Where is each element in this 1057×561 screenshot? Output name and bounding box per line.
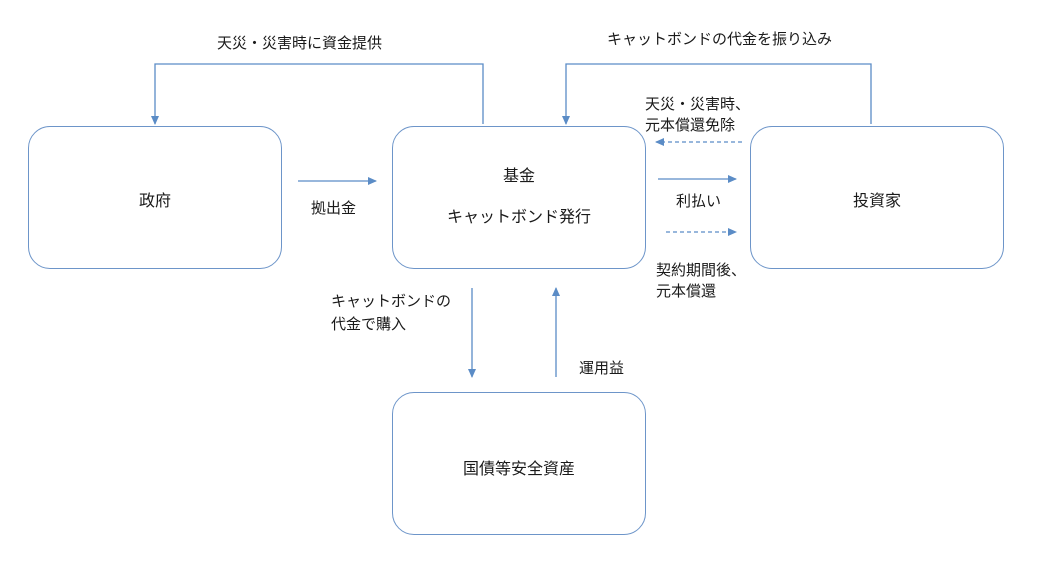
fund-title: 基金: [502, 166, 535, 185]
fund-subtitle: キャットボンド発行: [446, 207, 591, 226]
purchase-label-line2: 代金で購入: [331, 315, 407, 333]
maturity-label-line1: 契約期間後、: [656, 261, 747, 279]
investor-label: 投資家: [852, 191, 901, 210]
returns-label: 運用益: [579, 359, 625, 377]
investor-node: 投資家: [750, 126, 1004, 269]
government-node: 政府: [28, 126, 282, 269]
investor-payment-label: キャットボンドの代金を振り込み: [607, 30, 833, 48]
investor-payment-arrow: [562, 63, 872, 125]
bonds-node: 国債等安全資産: [392, 392, 646, 535]
government-label: 政府: [138, 191, 171, 210]
interest-label: 利払い: [676, 192, 722, 210]
exemption-label-line1: 天災・災害時、: [645, 95, 751, 113]
disaster-funding-label: 天災・災害時に資金提供: [217, 34, 383, 52]
contribution-label: 拠出金: [311, 199, 357, 217]
maturity-label-line2: 元本償還: [656, 282, 717, 300]
bonds-label: 国債等安全資産: [462, 459, 575, 478]
disaster-funding-arrow: [151, 63, 484, 125]
purchase-label-line1: キャットボンドの: [331, 292, 452, 310]
fund-node: 基金 キャットボンド発行: [392, 126, 646, 269]
exemption-label-line2: 元本償還免除: [645, 116, 736, 134]
